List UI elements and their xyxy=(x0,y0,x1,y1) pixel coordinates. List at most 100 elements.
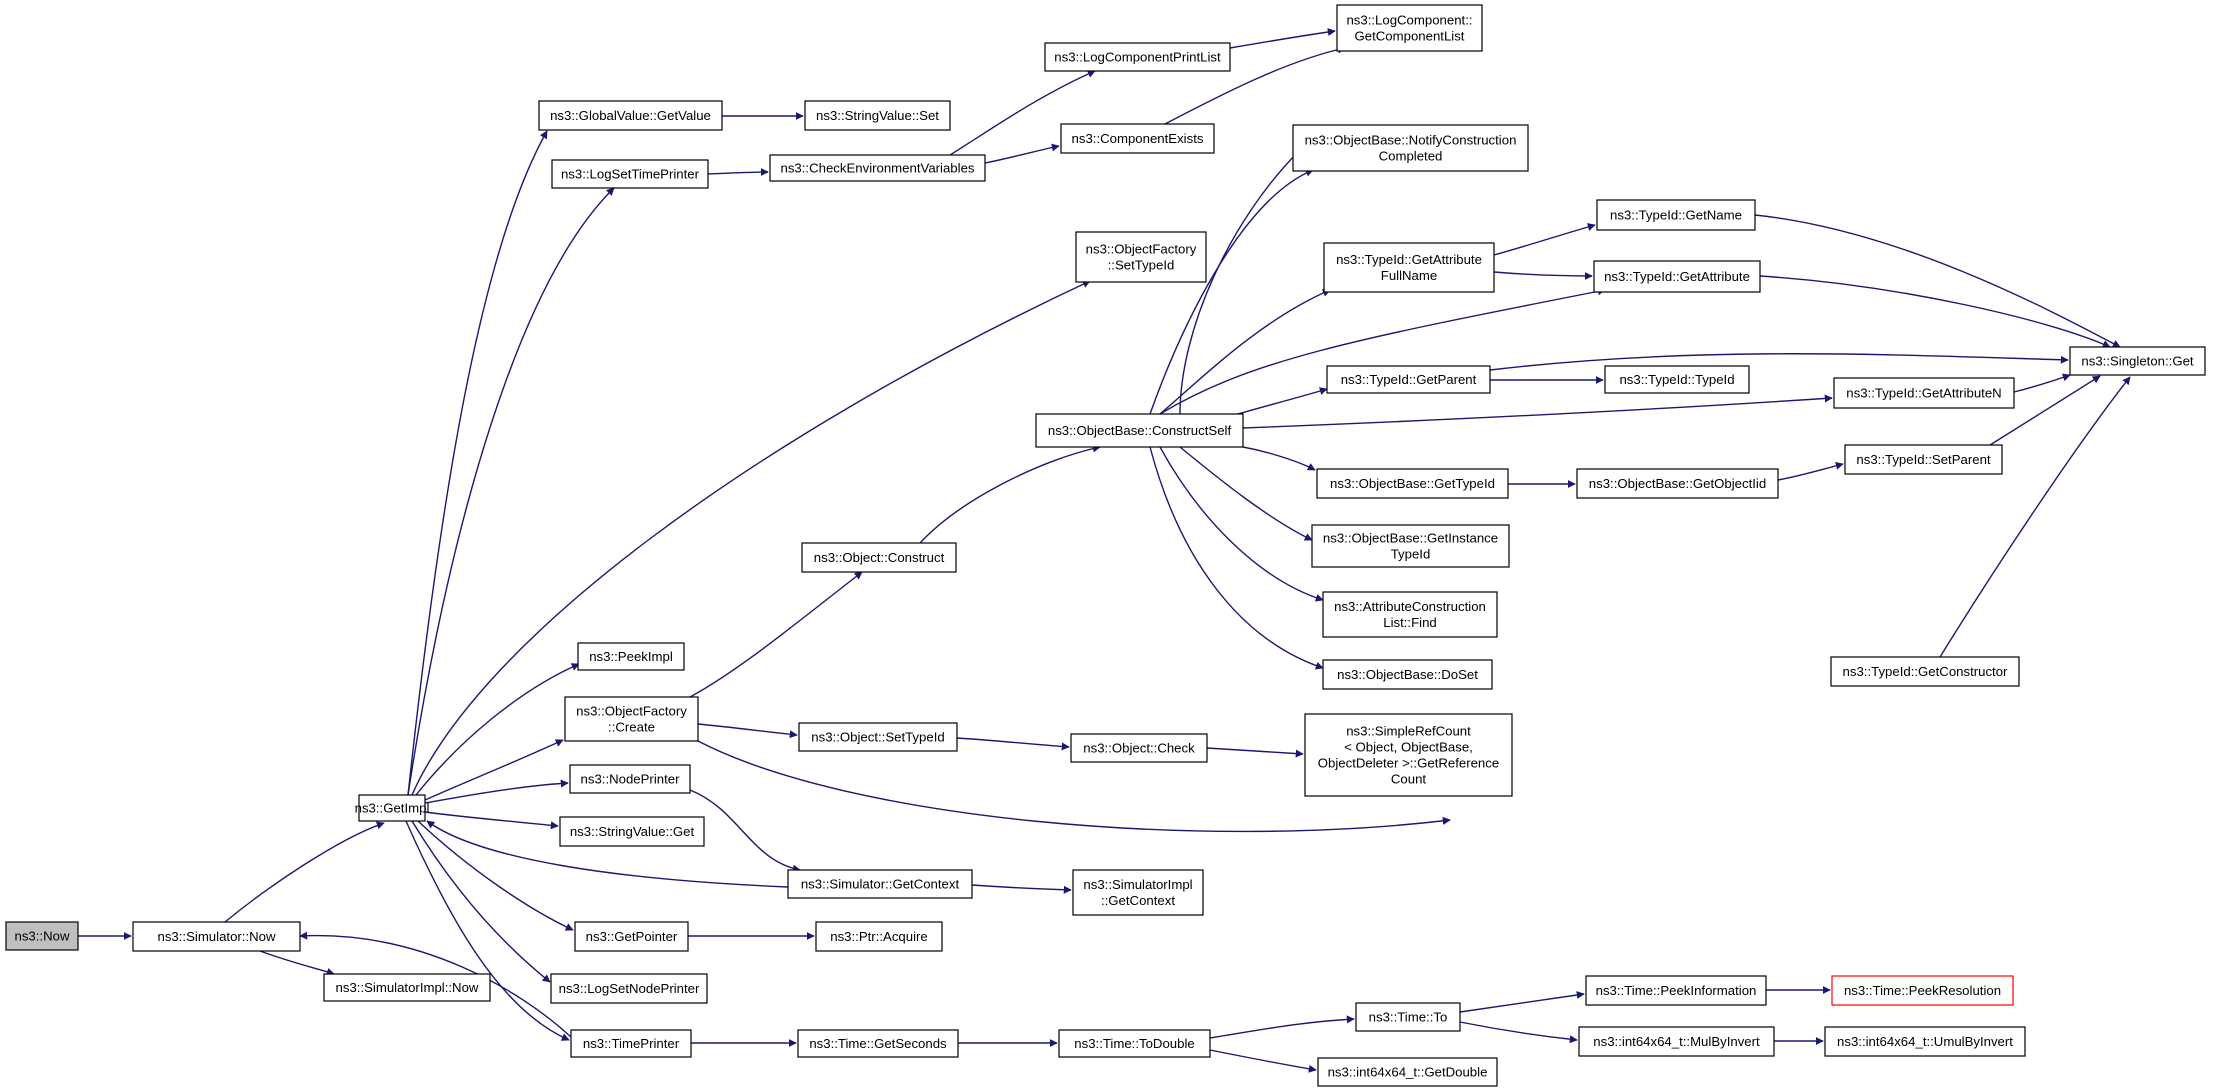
edge-tid_getparent-to-singleton_get xyxy=(1489,353,2069,371)
edge-tid_getconstructor-to-singleton_get xyxy=(1939,376,2131,658)
node-getcomplist[interactable]: ns3::LogComponent::GetComponentList xyxy=(1336,4,1483,52)
node-time_todouble[interactable]: ns3::Time::ToDouble xyxy=(1058,1029,1211,1058)
node-logsetnode[interactable]: ns3::LogSetNodePrinter xyxy=(550,973,708,1004)
node-time_to[interactable]: ns3::Time::To xyxy=(1355,1002,1461,1032)
node-ob_gettypeid[interactable]: ns3::ObjectBase::GetTypeId xyxy=(1316,468,1509,499)
node-logsettime[interactable]: ns3::LogSetTimePrinter xyxy=(551,159,709,189)
edge-sim_getcontext-to-simimpl_getcontext xyxy=(971,884,1072,894)
node-of_settypeid[interactable]: ns3::ObjectFactory::SetTypeId xyxy=(1075,231,1207,283)
node-int_umulbyinvert[interactable]: ns3::int64x64_t::UmulByInvert xyxy=(1824,1026,2026,1057)
node-label: ns3::int64x64_t::UmulByInvert xyxy=(1837,1034,2013,1049)
node-compexists[interactable]: ns3::ComponentExists xyxy=(1060,123,1215,154)
edge-constructself-to-tid_getattrfull xyxy=(1159,289,1331,415)
node-label: ::Create xyxy=(608,719,655,734)
node-now[interactable]: ns3::Now xyxy=(5,921,79,951)
node-box xyxy=(1833,377,2015,409)
edge-constructself-to-tid_getname xyxy=(1179,149,1301,415)
node-tid_getattr[interactable]: ns3::TypeId::GetAttribute xyxy=(1593,260,1761,293)
node-label: ns3::TypeId::GetConstructor xyxy=(1843,664,2009,679)
node-label: ns3::GlobalValue::GetValue xyxy=(550,108,711,123)
node-box xyxy=(5,921,79,951)
node-box xyxy=(1824,1026,2026,1057)
node-obj_settypeid[interactable]: ns3::Object::SetTypeId xyxy=(798,722,958,752)
node-constructself[interactable]: ns3::ObjectBase::ConstructSelf xyxy=(1035,413,1244,448)
edge-getimpl-to-logsettime xyxy=(407,187,615,796)
node-box xyxy=(1844,444,2003,475)
edge-logcompprint-to-getcomplist xyxy=(1229,28,1336,49)
node-notifyconstr[interactable]: ns3::ObjectBase::NotifyConstructionCompl… xyxy=(1292,124,1529,172)
node-box xyxy=(1060,123,1215,154)
node-tid_getattrn[interactable]: ns3::TypeId::GetAttributeN xyxy=(1833,377,2015,409)
node-getpointer[interactable]: ns3::GetPointer xyxy=(574,921,689,952)
edge-constructself-to-tid_getattrn xyxy=(1242,394,1833,429)
node-int_getdouble[interactable]: ns3::int64x64_t::GetDouble xyxy=(1317,1057,1498,1087)
node-tid_getname[interactable]: ns3::TypeId::GetName xyxy=(1596,199,1756,231)
edge-constructself-to-ob_doset xyxy=(1149,446,1324,670)
edge-compexists-to-getcomplist xyxy=(1164,45,1346,125)
node-box xyxy=(1585,975,1767,1006)
node-time_getseconds[interactable]: ns3::Time::GetSeconds xyxy=(797,1029,959,1058)
node-label: ::SetTypeId xyxy=(1108,257,1175,272)
node-label: ns3::Time::GetSeconds xyxy=(809,1036,947,1051)
node-label: TypeId xyxy=(1391,546,1431,561)
node-time_peekres[interactable]: ns3::Time::PeekResolution xyxy=(1831,975,2014,1006)
node-sim_now[interactable]: ns3::Simulator::Now xyxy=(132,921,301,952)
node-sim_getcontext[interactable]: ns3::Simulator::GetContext xyxy=(787,869,973,899)
node-obj_check[interactable]: ns3::Object::Check xyxy=(1070,733,1208,763)
node-gv_getvalue[interactable]: ns3::GlobalValue::GetValue xyxy=(538,100,723,131)
node-singleton_get[interactable]: ns3::Singleton::Get xyxy=(2069,346,2206,376)
node-checkenv[interactable]: ns3::CheckEnvironmentVariables xyxy=(769,154,986,182)
node-of_create[interactable]: ns3::ObjectFactory::Create xyxy=(564,696,699,742)
edge-sim_getcontext-to-getimpl xyxy=(426,820,789,888)
node-int_mulbyinvert[interactable]: ns3::int64x64_t::MulByInvert xyxy=(1578,1026,1775,1057)
node-simimpl_getcontext[interactable]: ns3::SimulatorImpl::GetContext xyxy=(1072,869,1204,916)
node-logcompprint[interactable]: ns3::LogComponentPrintList xyxy=(1044,42,1231,72)
node-box xyxy=(577,642,685,671)
edge-constructself-to-attrconstr_find xyxy=(1159,446,1324,602)
edge-getimpl-to-peekimpl xyxy=(415,663,580,796)
edge-nodeprinter-to-sim_getcontext xyxy=(689,789,801,873)
node-label: ns3::Object::SetTypeId xyxy=(811,729,944,744)
node-box xyxy=(1072,869,1204,916)
node-ptr_acquire[interactable]: ns3::Ptr::Acquire xyxy=(815,921,943,952)
node-sv_set[interactable]: ns3::StringValue::Set xyxy=(804,100,951,131)
node-label: ns3::Time::To xyxy=(1369,1009,1448,1024)
node-sv_get[interactable]: ns3::StringValue::Get xyxy=(559,816,705,847)
node-box xyxy=(815,921,943,952)
node-box xyxy=(559,816,705,847)
node-simplerefcount[interactable]: ns3::SimpleRefCount< Object, ObjectBase,… xyxy=(1304,713,1513,797)
node-tid_setparent[interactable]: ns3::TypeId::SetParent xyxy=(1844,444,2003,475)
node-box xyxy=(1831,975,2014,1006)
node-nodeprinter[interactable]: ns3::NodePrinter xyxy=(569,764,691,794)
node-box xyxy=(1336,4,1483,52)
node-box xyxy=(1058,1029,1211,1058)
node-getimpl[interactable]: ns3::GetImpl xyxy=(355,794,430,822)
node-tid_getconstructor[interactable]: ns3::TypeId::GetConstructor xyxy=(1830,656,2020,687)
node-label: ns3::TypeId::GetAttribute xyxy=(1336,252,1482,267)
node-box xyxy=(1044,42,1231,72)
node-box xyxy=(1075,231,1207,283)
node-peekimpl[interactable]: ns3::PeekImpl xyxy=(577,642,685,671)
node-box xyxy=(1035,413,1244,448)
edge-getimpl-to-getpointer xyxy=(417,820,574,931)
node-time_peekinfo[interactable]: ns3::Time::PeekInformation xyxy=(1585,975,1767,1006)
node-label: ns3::Object::Check xyxy=(1083,740,1195,755)
node-simimpl_now[interactable]: ns3::SimulatorImpl::Now xyxy=(323,973,491,1002)
node-ob_getobjectiid[interactable]: ns3::ObjectBase::GetObjectIid xyxy=(1576,468,1779,499)
node-obj_construct[interactable]: ns3::Object::Construct xyxy=(801,542,957,573)
node-ob_doset[interactable]: ns3::ObjectBase::DoSet xyxy=(1322,659,1493,690)
node-box xyxy=(1317,1057,1498,1087)
node-tid_getparent[interactable]: ns3::TypeId::GetParent xyxy=(1326,365,1491,394)
node-tid_typeid[interactable]: ns3::TypeId::TypeId xyxy=(1604,365,1750,394)
node-box xyxy=(1578,1026,1775,1057)
node-box xyxy=(132,921,301,952)
edge-ob_getobjectiid-to-tid_setparent xyxy=(1777,461,1844,481)
node-box xyxy=(358,794,426,822)
edge-time_to-to-time_peekinfo xyxy=(1459,991,1585,1013)
node-label: ns3::ObjectBase::DoSet xyxy=(1337,667,1478,682)
node-timeprinter[interactable]: ns3::TimePrinter xyxy=(570,1029,692,1058)
node-label: ns3::ObjectBase::ConstructSelf xyxy=(1048,423,1232,438)
